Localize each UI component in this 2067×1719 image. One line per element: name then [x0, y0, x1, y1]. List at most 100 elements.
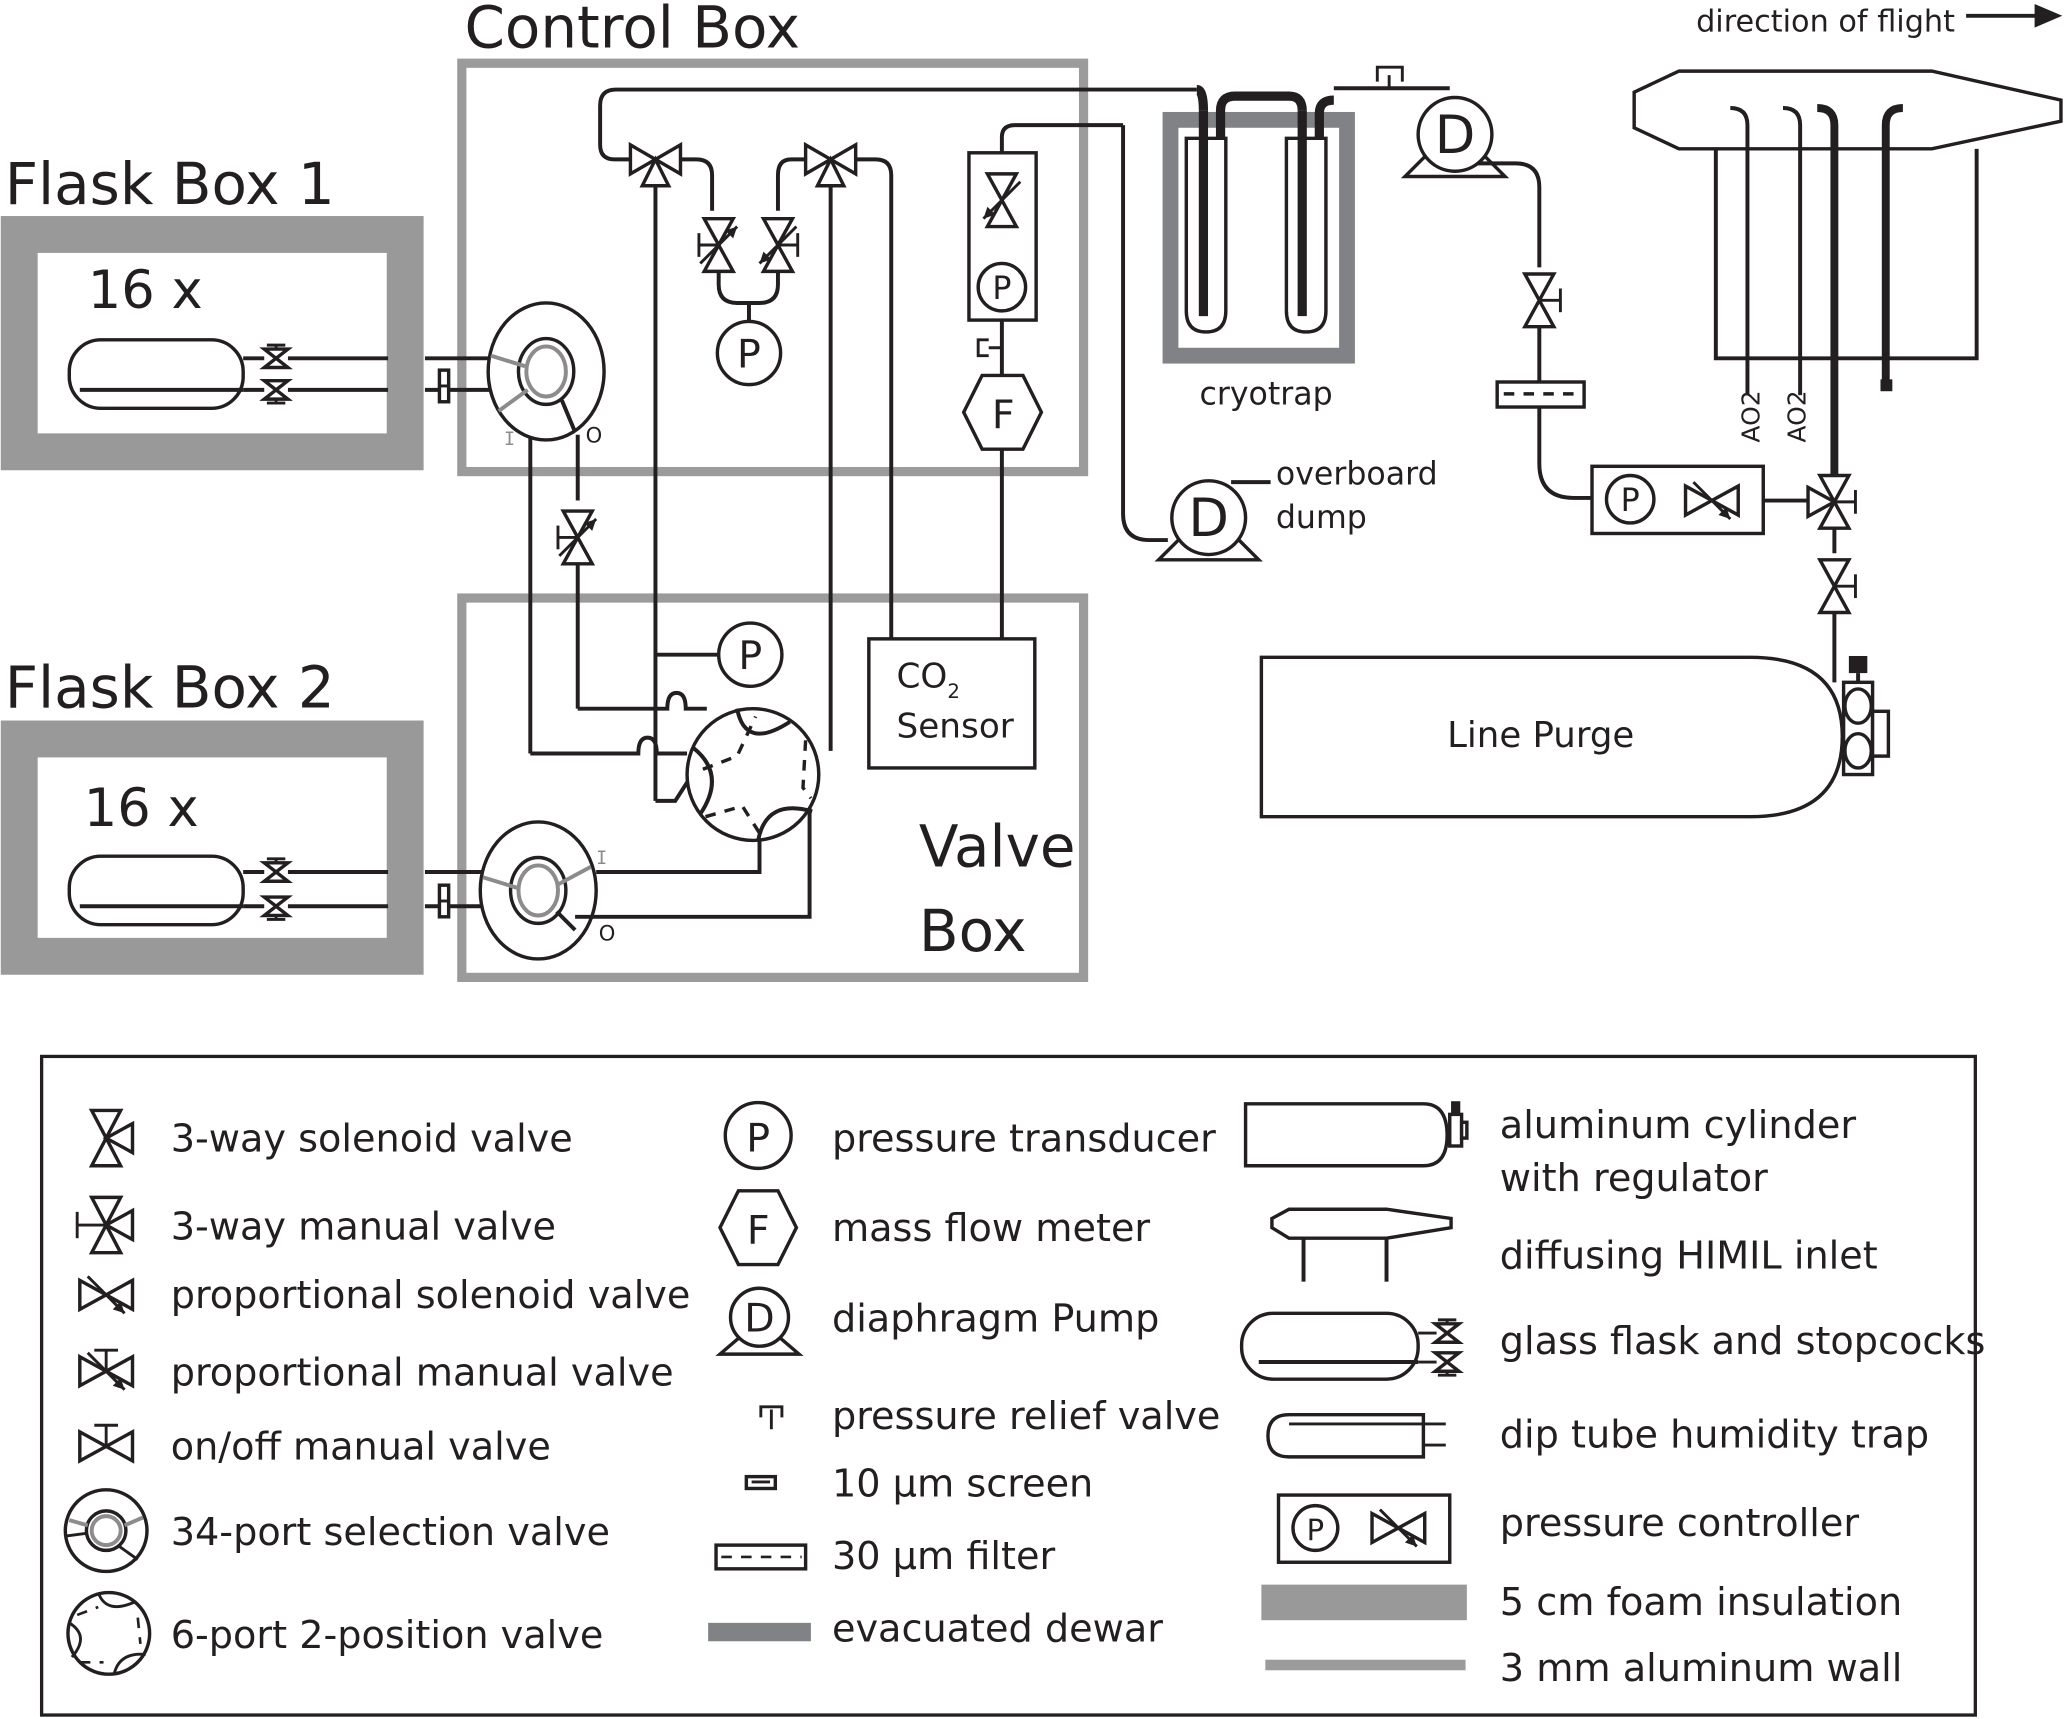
legend-icon-glass-flask: [1239, 1311, 1461, 1381]
legend-icon-10um-screen: [744, 1474, 778, 1491]
himil-inlet: [1632, 69, 2063, 475]
port-in-label-1: I: [504, 429, 515, 450]
legend-icon-pressure-controller: [1276, 1493, 1452, 1564]
3-way-solenoid-valve-b: [803, 143, 858, 188]
legend-label: diffusing HIMIL inlet: [1500, 1235, 1878, 1279]
legend-label: proportional manual valve: [171, 1352, 674, 1396]
proportional-manual-valve-c: [556, 509, 598, 566]
legend-icon-6-port: [66, 1590, 152, 1676]
legend-icon-letter-p2: P: [1307, 1513, 1324, 1547]
glass-flask-2: [67, 854, 389, 927]
legend-label: 3-way manual valve: [171, 1206, 556, 1250]
legend-icon-aluminum-cylinder: [1243, 1101, 1469, 1168]
legend-icon-aluminum-wall: [1265, 1659, 1466, 1671]
mass-flow-meter: [961, 373, 1044, 451]
legend-label: dip tube humidity trap: [1500, 1414, 1929, 1458]
pressure-letter-3: P: [738, 633, 762, 679]
3-way-solenoid-valve-a: [628, 143, 683, 188]
flow-letter: F: [992, 392, 1015, 438]
overboard-label-line2: dump: [1276, 500, 1367, 536]
control-box-wall: [457, 58, 1089, 477]
valve-box-title-line1: Valve: [919, 813, 1076, 881]
legend-icon-3-way-manual: [75, 1195, 135, 1255]
cryotrap-dewar: [1162, 111, 1355, 364]
legend-label: aluminum cylinder: [1500, 1104, 1857, 1148]
flask-count-2: 16 x: [84, 778, 199, 839]
legend-icon-evacuated-dewar: [708, 1622, 811, 1642]
legend-icon-letter-d: D: [744, 1296, 774, 1342]
ao2-label-a: AO2: [1736, 390, 1765, 442]
legend-icon-diaphragm-pump: [715, 1286, 804, 1356]
legend-icon-foam-insulation: [1261, 1584, 1467, 1621]
legend-label: glass flask and stopcocks: [1500, 1320, 1986, 1364]
legend-label: 3 mm aluminum wall: [1500, 1647, 1903, 1691]
pump-letter-2: D: [1188, 488, 1229, 549]
legend-label: 6-port 2-position valve: [171, 1614, 604, 1658]
legend-label: pressure transducer: [832, 1117, 1216, 1161]
legend-box: [39, 1054, 1977, 1717]
legend-icon-dip-tube-trap: [1266, 1413, 1446, 1459]
legend-label: mass flow meter: [832, 1207, 1150, 1251]
co2-sensor: [867, 637, 1037, 770]
pressure-relief-valve-top: [1375, 65, 1404, 89]
legend-icon-mass-flow-meter: [718, 1189, 799, 1267]
control-box-title: Control Box: [464, 0, 800, 61]
direction-of-flight-label: direction of flight: [1696, 5, 1955, 40]
flask-box-2-insulation: [0, 720, 424, 975]
selection-valve-1: [486, 300, 607, 442]
line-purge-cylinder: [1259, 655, 1891, 819]
legend-icon-himil-inlet: [1270, 1207, 1453, 1282]
pump-letter-1: D: [1435, 105, 1476, 166]
valve-box-title-line2: Box: [919, 897, 1027, 965]
legend-label: 5 cm foam insulation: [1500, 1581, 1902, 1625]
pressure-letter-1: P: [737, 332, 761, 378]
legend-icon-proportional-manual: [78, 1348, 135, 1392]
legend-label: evacuated dewar: [832, 1607, 1163, 1651]
legend-icon-on-off-manual: [78, 1423, 135, 1463]
ao2-label-b: AO2: [1782, 390, 1811, 442]
flask-box-1-insulation: [0, 216, 424, 471]
30um-filter: [1495, 380, 1586, 409]
flask-count-1: 16 x: [88, 260, 203, 321]
port-out-label-1: O: [586, 423, 603, 448]
glass-flask-1: [67, 338, 389, 411]
legend-icon-3-way-solenoid: [88, 1108, 135, 1168]
direction-arrowhead-icon: [2034, 3, 2063, 28]
legend-label: 10 µm screen: [832, 1462, 1093, 1506]
line-purge-label: Line Purge: [1447, 715, 1634, 756]
valve-box-wall: [457, 593, 1089, 983]
legend-icon-pressure-transducer: [723, 1100, 793, 1171]
on-off-manual-valve-top: [1523, 272, 1562, 329]
legend-label: proportional solenoid valve: [171, 1274, 691, 1318]
legend-label: diaphragm Pump: [832, 1298, 1159, 1342]
pressure-relief-valve-control: [976, 338, 1002, 358]
3-way-manual-valve-purge: [1806, 473, 1857, 530]
legend-icon-letter-f: F: [747, 1207, 770, 1253]
selection-valve-2: [478, 819, 599, 961]
legend-label: on/off manual valve: [171, 1426, 551, 1470]
co2-sensor-label: CO2: [897, 657, 960, 704]
port-in-label-2: I: [596, 848, 607, 869]
cryotrap-tubes: [1184, 84, 1335, 334]
legend-label: pressure controller: [1500, 1502, 1860, 1546]
pressure-letter-2: P: [992, 271, 1011, 307]
cryotrap-label: cryotrap: [1199, 376, 1332, 412]
legend-label: 3-way solenoid valve: [171, 1117, 573, 1161]
pressure-letter-4: P: [1621, 483, 1640, 519]
port-out-label-2: O: [599, 921, 616, 946]
co2-sensor-label-line2: Sensor: [897, 707, 1015, 747]
flask-box-1-title: Flask Box 1: [5, 150, 335, 218]
legend-label: 30 µm filter: [832, 1535, 1055, 1579]
legend-icon-pressure-relief: [759, 1405, 784, 1430]
legend-icon-proportional-solenoid: [78, 1274, 135, 1315]
overboard-label-line1: overboard: [1276, 457, 1438, 493]
legend-icon-letter-p: P: [746, 1115, 770, 1161]
line-to-cryotrap: [598, 87, 1197, 162]
legend-label: with regulator: [1500, 1157, 1768, 1201]
6-port-valve: [685, 706, 821, 843]
legend-icon-34-port: [63, 1488, 149, 1574]
proportional-manual-valve-a: [697, 216, 739, 274]
proportional-manual-valve-b: [758, 216, 800, 274]
legend-label: pressure relief valve: [832, 1395, 1220, 1439]
